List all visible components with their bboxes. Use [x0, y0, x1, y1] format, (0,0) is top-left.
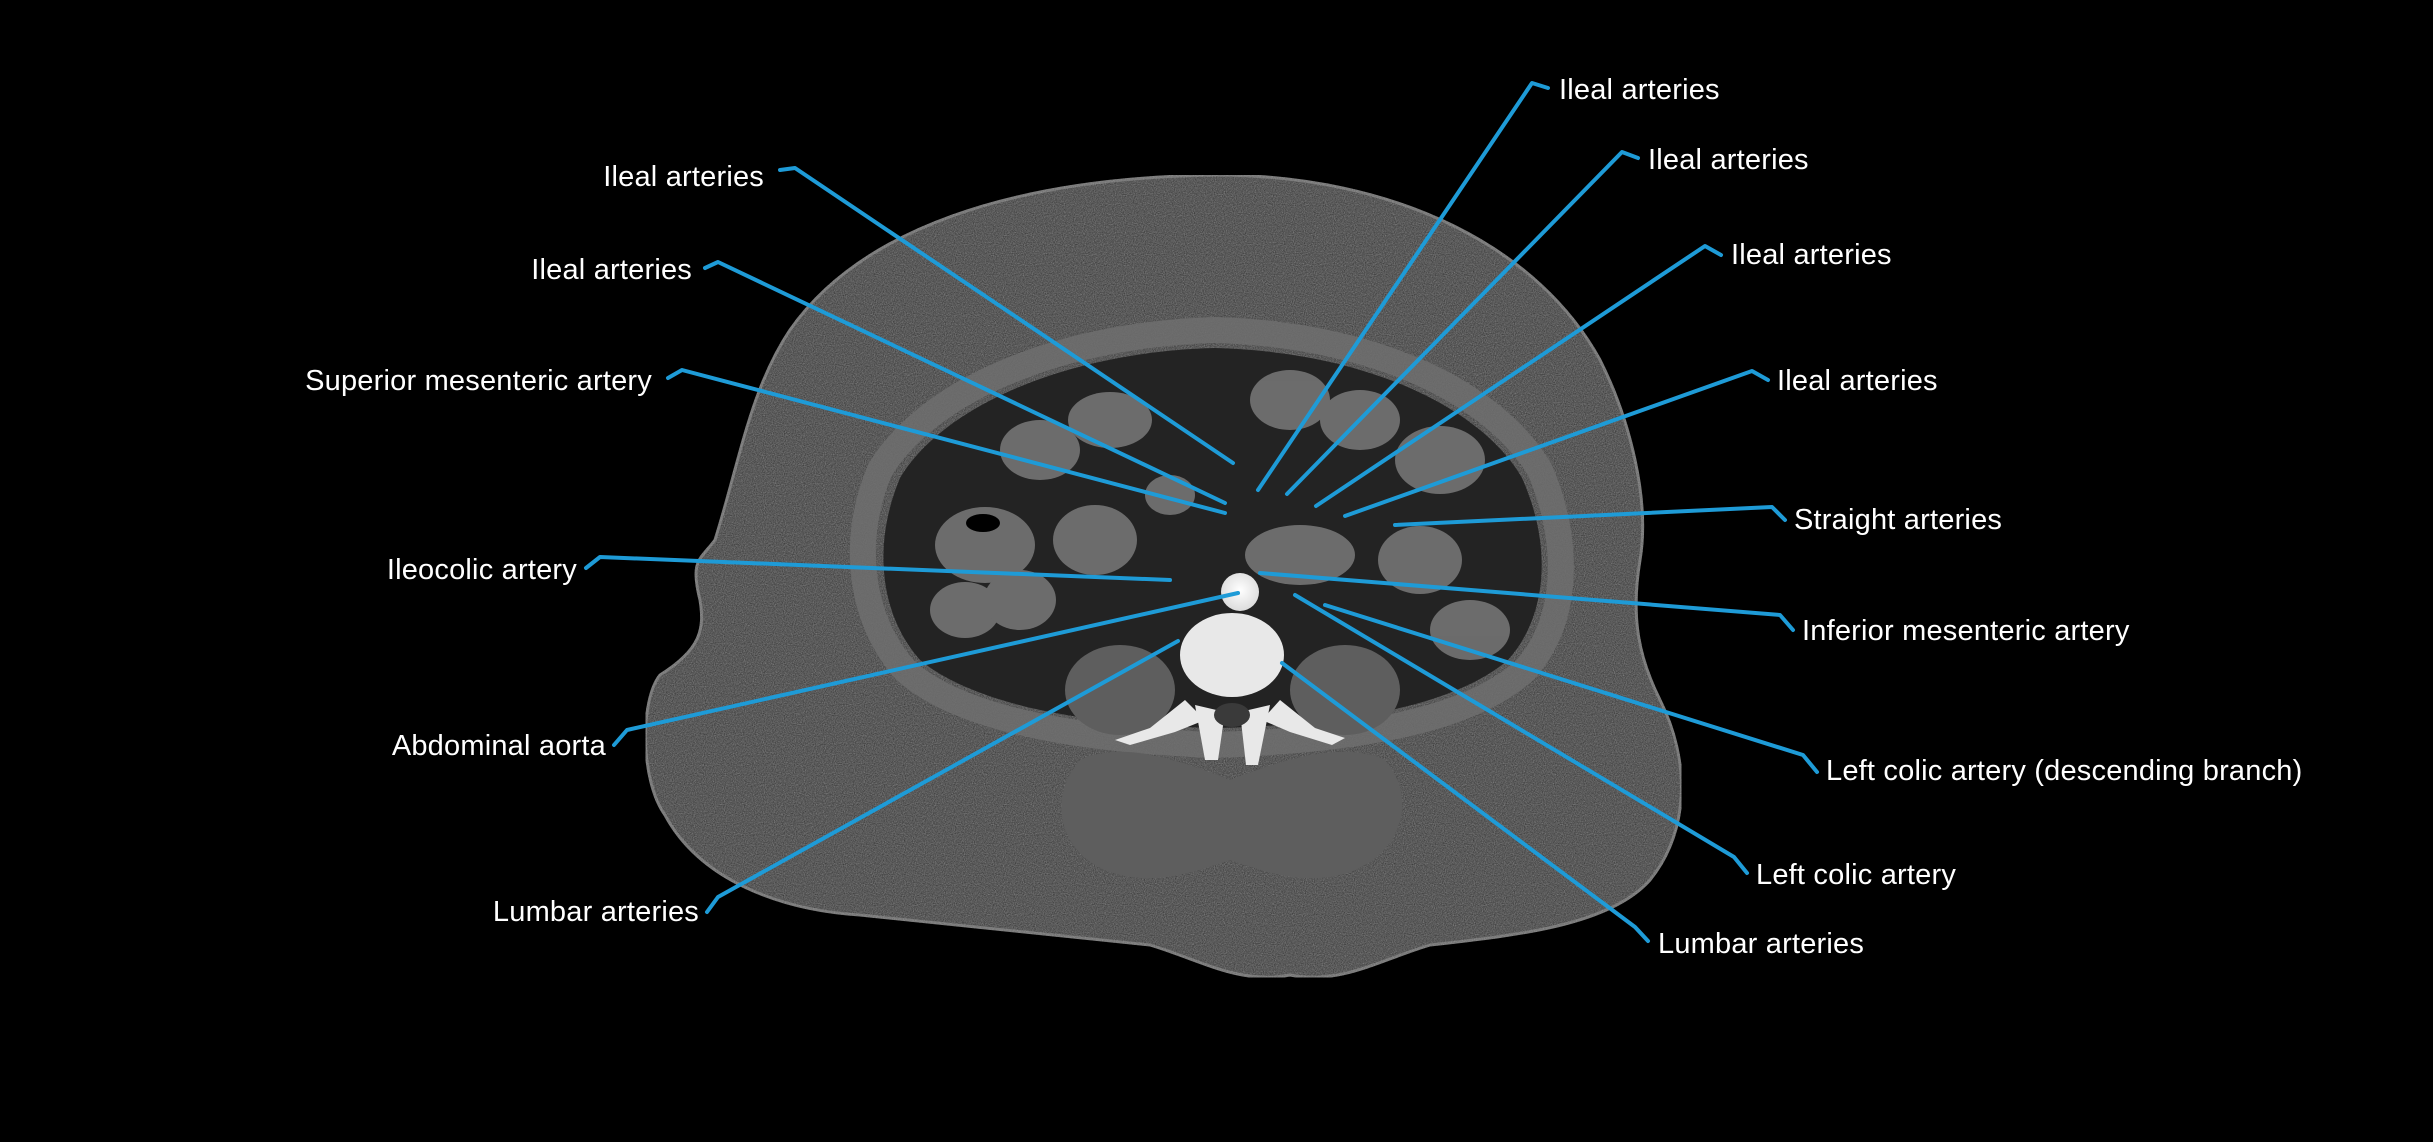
leader-lines: [584, 81, 1819, 943]
label-ileal-arteries-3: Ileal arteries: [1559, 74, 1720, 106]
leader-aorta: [612, 591, 1240, 747]
label-abdominal-aorta: Abdominal aorta: [391, 730, 606, 762]
aorta-lumen: [1221, 573, 1259, 611]
leader-straight: [1393, 505, 1787, 527]
leader-ileal-3: [1256, 81, 1550, 492]
leader-ileal-4: [1285, 150, 1640, 496]
label-ileal-arteries-1: Ileal arteries: [603, 161, 764, 193]
leader-ileocolic: [584, 555, 1172, 582]
leader-ima: [1258, 571, 1795, 632]
label-ileal-arteries-4: Ileal arteries: [1648, 144, 1809, 176]
label-lumbar-arteries-left: Lumbar arteries: [492, 896, 699, 928]
leader-ileal-1: [778, 166, 1235, 465]
label-straight-arteries: Straight arteries: [1794, 504, 2003, 536]
label-lumbar-arteries-right: Lumbar arteries: [1658, 928, 1865, 960]
leader-left-colic-desc: [1323, 603, 1819, 774]
leader-lumbar-r: [1280, 661, 1650, 943]
leader-ileal-5: [1314, 244, 1723, 508]
label-left-colic-artery: Left colic artery: [1756, 859, 1957, 891]
leader-lumbar-l: [705, 639, 1180, 914]
vertebra: [1115, 613, 1345, 765]
leader-sma: [666, 368, 1227, 515]
label-ileal-arteries-2: Ileal arteries: [531, 254, 692, 286]
label-left-colic-artery-descending: Left colic artery (descending branch): [1826, 755, 2303, 787]
leader-left-colic: [1293, 593, 1749, 875]
label-superior-mesenteric-artery: Superior mesenteric artery: [305, 365, 652, 397]
gas-bubble: [966, 514, 1000, 532]
label-inferior-mesenteric-artery: Inferior mesenteric artery: [1802, 615, 2130, 647]
label-ileocolic-artery: Ileocolic artery: [386, 554, 577, 586]
leader-ileal-2: [703, 260, 1227, 505]
bowel-loops: [930, 370, 1510, 660]
label-ileal-arteries-6: Ileal arteries: [1777, 365, 1938, 397]
muscles: [1061, 645, 1403, 879]
label-ileal-arteries-5: Ileal arteries: [1731, 239, 1892, 271]
leader-ileal-6: [1343, 369, 1770, 518]
